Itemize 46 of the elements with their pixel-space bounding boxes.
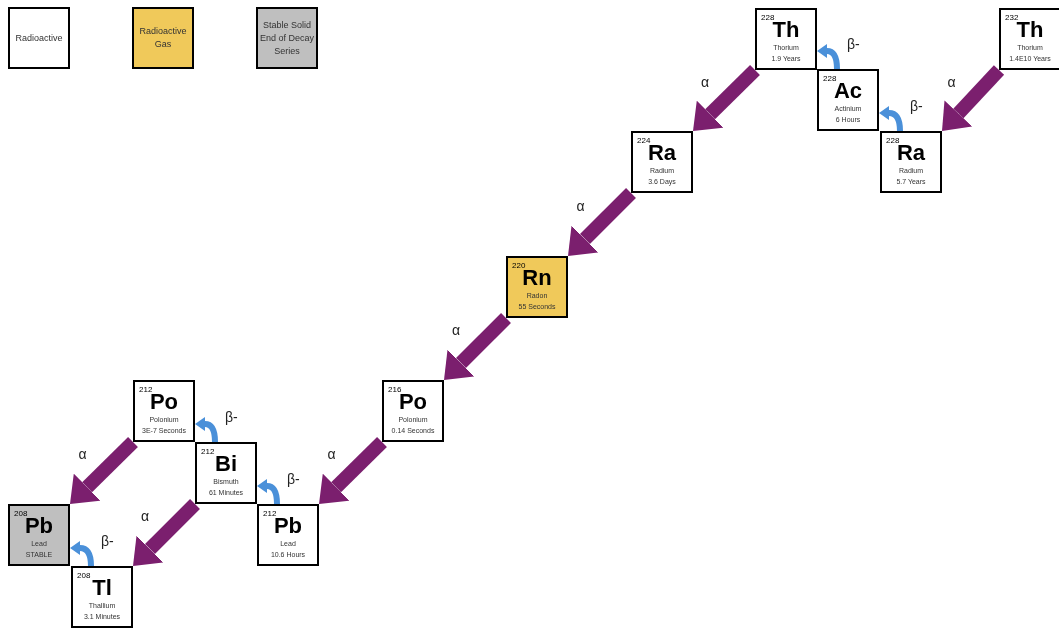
element-tile [71, 566, 133, 628]
mass-number: 228 [761, 13, 775, 22]
element-symbol: Bi [214, 452, 238, 476]
element-tile [195, 442, 257, 504]
element-tile [382, 380, 444, 442]
decay-arrow [879, 106, 903, 132]
legend-label: Stable Solid End of Decay Series [259, 18, 315, 58]
element-tile [631, 131, 693, 193]
mass-number: 224 [637, 136, 651, 145]
edge-label: β- [846, 37, 861, 51]
mass-number: 212 [139, 385, 153, 394]
element-tile [257, 504, 319, 566]
decay-arrow [444, 313, 511, 380]
mass-number: 228 [886, 136, 900, 145]
legend-label: Radioactive Gas [138, 25, 188, 51]
decay-arrow [568, 188, 636, 256]
element-tile [755, 8, 817, 70]
mass-number: 216 [388, 385, 402, 394]
element-tile [506, 256, 568, 318]
decay-arrow [942, 65, 1005, 131]
edge-label: β- [909, 99, 924, 113]
decay-arrow [195, 417, 218, 443]
decay-arrow [257, 479, 280, 505]
element-tile [133, 380, 195, 442]
decay-arrow [133, 499, 200, 566]
mass-number: 228 [823, 74, 837, 83]
mass-number: 208 [77, 571, 91, 580]
decay-arrow [319, 437, 387, 504]
decay-arrow [693, 65, 760, 131]
decay-arrow [70, 437, 138, 504]
decay-arrow [70, 541, 94, 567]
element-tile [999, 8, 1059, 70]
element-tile [880, 131, 942, 193]
decay-arrow [817, 44, 840, 70]
mass-number: 232 [1005, 13, 1019, 22]
legend-label: Radioactive [15, 31, 63, 45]
mass-number: 220 [512, 261, 526, 270]
element-symbol: Th [772, 18, 801, 42]
edge-label: β- [224, 410, 239, 424]
element-symbol: Th [1016, 18, 1045, 42]
edge-label: β- [286, 472, 301, 486]
element-symbol: Tl [91, 576, 113, 600]
element-tile [8, 504, 70, 566]
element-tile [817, 69, 879, 131]
edge-label: β- [100, 534, 115, 548]
mass-number: 212 [201, 447, 215, 456]
